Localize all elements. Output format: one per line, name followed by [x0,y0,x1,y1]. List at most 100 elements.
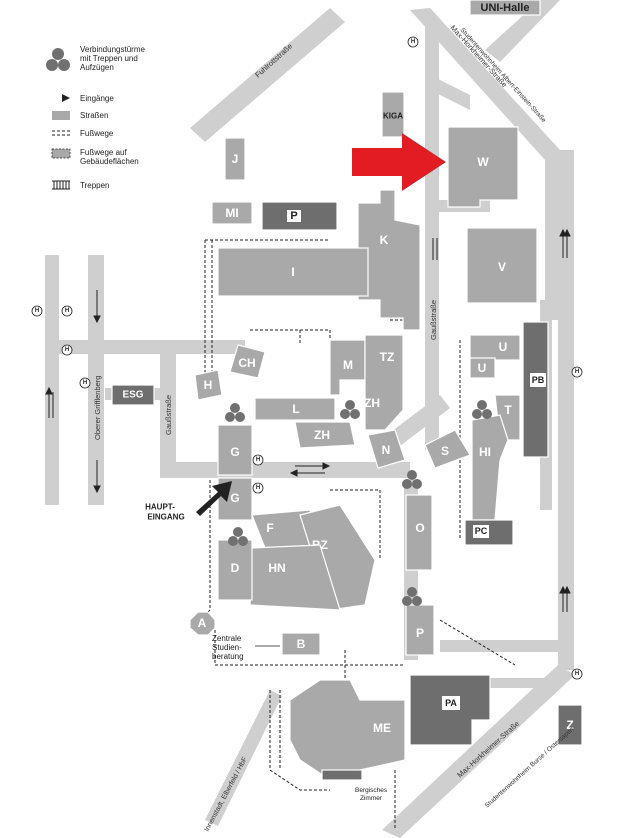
buildings: UNI-Halle J MI P KIGA W K V I CH H [111,0,583,781]
tower-icon [340,400,360,419]
legend-entrances-label: Eingänge [80,94,114,103]
building-u1[interactable] [469,334,521,361]
building-me-complex[interactable] [289,679,406,781]
svg-text:H: H [256,485,260,491]
building-a[interactable] [189,611,216,636]
tower-icon [228,527,248,546]
tower-icon [402,470,422,489]
street-pa-horizontal [440,640,565,652]
direction-arrows [45,228,571,612]
svg-text:H: H [35,308,39,314]
building-hi[interactable] [471,414,509,521]
tower-icon [225,403,245,422]
building-tz-label: TZ [380,350,395,364]
bus-stop-icon: H [571,366,583,378]
building-pb-label: PB [532,375,545,385]
svg-text:H: H [83,380,87,386]
pb-sign [530,373,546,387]
building-g2-label: G [230,491,239,505]
pa-sign [442,696,460,710]
building-zh2-label: ZH [314,428,330,442]
street-uni-halle [485,0,560,62]
building-mi-label: MI [225,206,238,220]
svg-text:H: H [575,671,579,677]
building-hn-label: HN [268,561,285,575]
building-u2[interactable] [469,357,496,379]
building-f-label: F [266,521,273,535]
building-v-label: V [498,260,506,274]
legend-footpaths-label: Fußwege [80,129,114,138]
connection-towers [225,400,492,606]
building-i-label: I [291,265,294,279]
building-me-label: ME [373,721,391,735]
bus-stops: H H H H H H H H H [31,36,583,680]
building-l[interactable] [254,397,336,421]
building-s-label: S [441,444,449,458]
footpath-11 [330,489,381,560]
building-w[interactable] [447,126,519,208]
building-zh2[interactable] [294,421,356,449]
bus-stop-icon: H [407,36,419,48]
building-bergisches-zimmer[interactable] [321,769,363,781]
bus-stop-icon: H [79,377,91,389]
street-grifflenberg-2 [88,255,104,505]
building-g1-label: G [230,445,239,459]
building-t-label: T [504,403,512,417]
main-entrance-arrow-icon [196,481,232,516]
haupteingang-label-1: HAUPT- [145,503,175,512]
footpath-1 [204,240,216,391]
building-kiga[interactable] [381,91,405,138]
studienberatung-label-1: Zentrale [212,634,242,643]
building-zh1-label: ZH [364,396,380,410]
building-m-label: M [343,358,353,372]
svg-text:H: H [256,457,260,463]
building-j[interactable] [224,137,246,181]
street-kiga-link [430,75,470,110]
building-p2[interactable] [405,604,435,656]
building-pc-label: PC [475,526,488,536]
studienberatung-label-3: beratung [212,652,244,661]
building-b-label: B [297,637,306,651]
building-uni-halle[interactable] [469,0,541,16]
svg-text:H: H [65,347,69,353]
tower-icon [402,587,422,606]
building-esg-label: ESG [122,390,143,401]
street-name-gauss-left: Gaußstraße [164,395,173,435]
haupteingang-label-2: EINGANG [147,513,184,522]
building-h[interactable] [194,369,223,401]
svg-text:H: H [575,369,579,375]
bergisches-label-1: Bergisches [355,787,388,794]
tower-icon [472,400,492,419]
building-mi[interactable] [211,201,253,225]
legend-stairs-swatch [52,180,70,190]
building-esg[interactable] [111,384,155,406]
building-ch[interactable] [229,344,266,379]
building-tz[interactable] [364,334,404,431]
street-grifflenberg-1 [45,255,59,505]
building-v[interactable] [466,227,538,304]
building-g-upper[interactable] [217,424,253,476]
building-o[interactable] [405,494,433,571]
building-k[interactable] [357,189,421,331]
bus-stop-icon: H [571,668,583,680]
building-u2-label: U [478,361,487,375]
building-s[interactable] [424,429,471,469]
street-max-horkheimer-bottom [382,665,575,838]
footpath-8 [214,620,405,666]
building-p-label: P [290,210,297,222]
building-o-label: O [415,521,424,535]
legend-street-swatch [52,111,70,120]
bus-stop-icon: H [252,454,264,466]
building-pb[interactable] [522,321,549,458]
building-n[interactable] [367,429,406,469]
footpath-9 [269,690,330,791]
building-z[interactable] [557,704,583,746]
street-horizontal-main [160,462,410,478]
building-b[interactable] [281,632,321,656]
street-name-innenstadt: Innenstadt, Elberfeld / HbF [204,756,249,833]
street-name-grifflenberg: Oberer Grifflenberg [93,376,102,440]
street-name-gauss-right: Gaußstraße [429,300,438,340]
building-i[interactable] [217,247,369,297]
